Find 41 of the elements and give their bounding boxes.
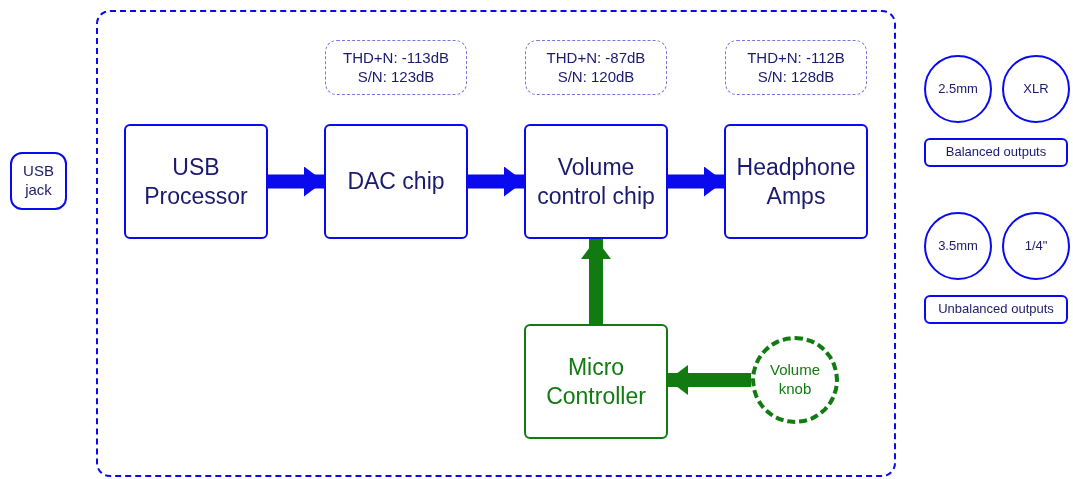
- spec-text: THD+N: -112B: [747, 48, 845, 68]
- output-jack-circle: [924, 212, 992, 280]
- node-label: Volume control chip: [536, 152, 656, 211]
- node-label: Balanced outputs: [945, 144, 1047, 161]
- node-label: 3.5mm: [938, 237, 978, 255]
- output-group-box: [924, 295, 1068, 324]
- output-jack-circle: [1002, 212, 1070, 280]
- node-label: USB jack: [22, 162, 55, 200]
- device-enclosure: [96, 10, 896, 477]
- output-group-box: [924, 138, 1068, 167]
- block-arrow: [581, 239, 611, 324]
- spec-text: S/N: 128dB: [757, 67, 835, 87]
- node-label: Unbalanced outputs: [938, 301, 1054, 318]
- spec-text: S/N: 120dB: [557, 67, 635, 87]
- spec-text: S/N: 123dB: [357, 67, 435, 87]
- component-box: [124, 124, 268, 239]
- node-label: USB Processor: [143, 152, 249, 211]
- block-arrow: [668, 365, 751, 395]
- block-arrow: [268, 166, 324, 197]
- spec-box: [525, 40, 667, 95]
- node-label: 1/4": [1024, 237, 1048, 255]
- node-label: 2.5mm: [938, 80, 978, 98]
- output-jack-circle: [1002, 55, 1070, 123]
- block-arrow: [468, 166, 524, 197]
- component-box: [324, 124, 468, 239]
- node-label: Micro Controller: [545, 352, 647, 411]
- node-label: Headphone Amps: [735, 152, 857, 211]
- component-box: [724, 124, 868, 239]
- spec-box: [725, 40, 867, 95]
- output-jack-circle: [924, 55, 992, 123]
- node-label: XLR: [1023, 80, 1049, 98]
- spec-text: THD+N: -87dB: [546, 48, 646, 68]
- knob-circle: [751, 336, 839, 424]
- port-box: [10, 152, 67, 210]
- node-label: DAC chip: [347, 167, 445, 196]
- node-label: Volume knob: [768, 361, 821, 399]
- spec-box: [325, 40, 467, 95]
- spec-text: THD+N: -113dB: [343, 48, 449, 68]
- controller-box: [524, 324, 668, 439]
- component-box: [524, 124, 668, 239]
- block-arrow: [668, 166, 724, 197]
